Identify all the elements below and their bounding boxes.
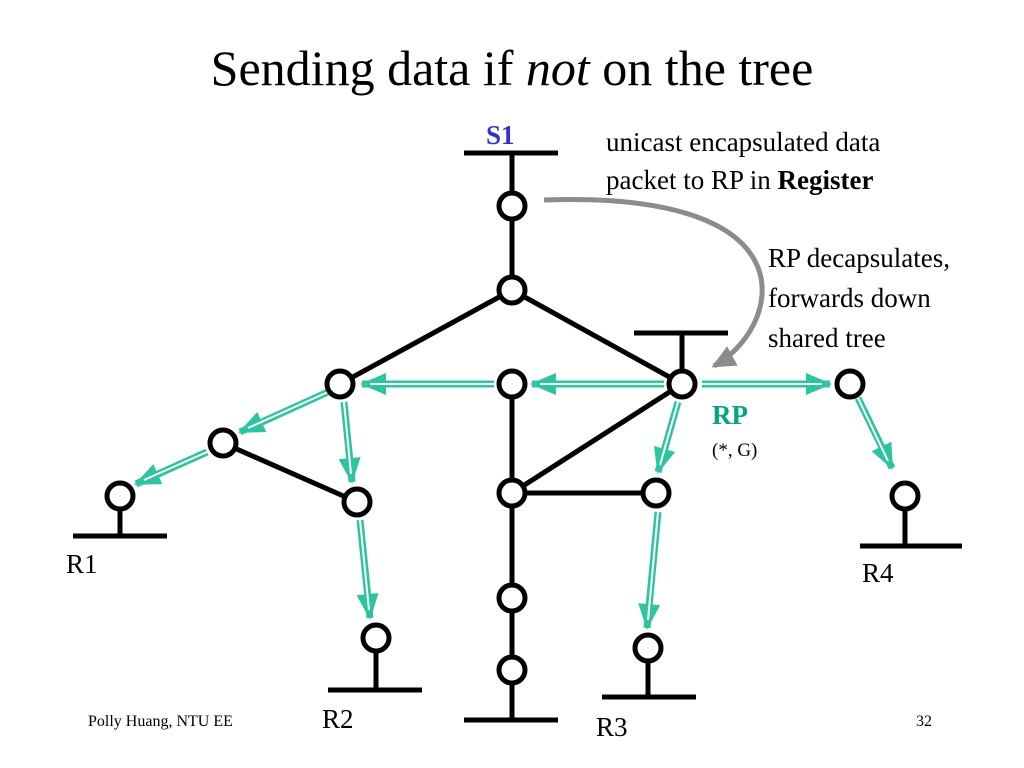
router-s1 xyxy=(496,190,528,222)
routers xyxy=(104,190,921,686)
register-arrow xyxy=(543,197,765,369)
label-r1: R1 xyxy=(66,549,98,579)
router-midleft xyxy=(207,427,239,459)
title-after: on the tree xyxy=(589,40,814,96)
label-r2: R2 xyxy=(322,704,354,734)
register-note-line2: packet to RP in Register xyxy=(606,165,873,195)
router-center-top xyxy=(496,368,528,400)
router-upper xyxy=(496,274,528,306)
title-before: Sending data if xyxy=(210,40,526,96)
slide-title: Sending data if not on the tree xyxy=(0,38,1024,98)
router-center xyxy=(496,477,528,509)
router-rightmid xyxy=(640,477,672,509)
shared-tree-flows xyxy=(134,373,896,630)
router-r2 xyxy=(360,622,392,654)
router-r3 xyxy=(632,632,664,664)
label-r3: R3 xyxy=(596,712,628,742)
network-links xyxy=(117,153,908,720)
router-r1 xyxy=(104,480,136,512)
node-labels: S1 RP (*, G) R1 R2 R3 R4 xyxy=(66,120,894,742)
label-rp: RP xyxy=(712,400,748,430)
link-upper-rp xyxy=(510,287,684,387)
router-r4 xyxy=(889,480,921,512)
footer-author: Polly Huang, NTU EE xyxy=(88,713,233,730)
label-rp-state: (*, G) xyxy=(712,440,757,461)
link-rp-center xyxy=(510,381,684,496)
link-midleft-lower xyxy=(221,440,359,505)
annotations: unicast encapsulated data packet to RP i… xyxy=(606,127,950,353)
decap-note-line3: shared tree xyxy=(768,323,886,353)
link-upper-left xyxy=(338,287,514,387)
register-note-prefix: packet to RP in xyxy=(606,165,777,195)
router-bottom xyxy=(496,654,528,686)
label-r4: R4 xyxy=(862,558,894,588)
register-note-line1: unicast encapsulated data xyxy=(606,127,880,157)
router-center-lower xyxy=(496,582,528,614)
label-s1: S1 xyxy=(486,120,515,150)
router-rp xyxy=(666,368,698,400)
router-left xyxy=(324,368,356,400)
router-right xyxy=(834,368,866,400)
footer-page-number: 32 xyxy=(916,713,932,730)
router-lowerleft xyxy=(341,486,373,518)
decap-note-line1: RP decapsulates, xyxy=(768,243,950,273)
title-emphasis: not xyxy=(525,40,590,96)
register-note-bold: Register xyxy=(777,165,873,195)
lan-bars xyxy=(73,150,962,723)
footer: Polly Huang, NTU EE 32 xyxy=(88,713,932,730)
decap-note-line2: forwards down xyxy=(768,283,931,313)
